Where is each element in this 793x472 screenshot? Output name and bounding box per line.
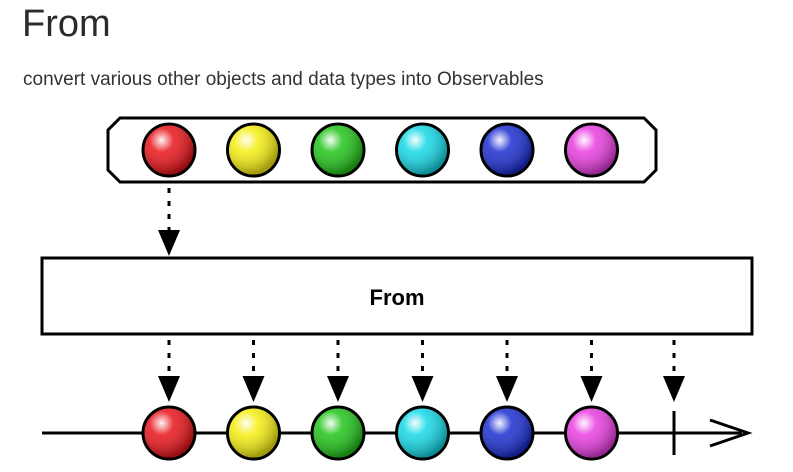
output-item-red	[141, 405, 197, 461]
output-item-magenta	[564, 405, 619, 461]
page-description: convert various other objects and data t…	[23, 69, 544, 90]
source-arrow	[158, 188, 180, 256]
operator-label: From	[370, 285, 425, 310]
source-item-blue	[479, 122, 535, 178]
output-arrow-red	[158, 340, 180, 402]
source-items	[141, 122, 619, 178]
output-arrow-cyan	[411, 340, 434, 402]
source-item-yellow	[226, 122, 281, 178]
output-arrow-yellow	[242, 340, 265, 402]
collection-to-operator-arrow	[158, 188, 180, 256]
page-title: From	[22, 3, 111, 45]
output-item-green	[310, 405, 366, 461]
source-item-red	[141, 122, 197, 178]
output-item-yellow	[226, 405, 281, 461]
output-arrow-magenta	[580, 340, 603, 402]
timeline-arrowhead	[709, 418, 753, 448]
output-items	[141, 405, 619, 461]
source-item-magenta	[564, 122, 619, 178]
output-item-blue	[479, 405, 535, 461]
output-arrow-blue	[496, 340, 518, 402]
output-arrows	[158, 340, 603, 402]
source-item-cyan	[395, 122, 450, 178]
completion-arrow	[663, 340, 685, 402]
output-arrow-green	[327, 340, 349, 402]
source-item-green	[310, 122, 366, 178]
operator-box	[40, 256, 754, 336]
completion-marker	[663, 340, 685, 455]
output-item-cyan	[395, 405, 450, 461]
